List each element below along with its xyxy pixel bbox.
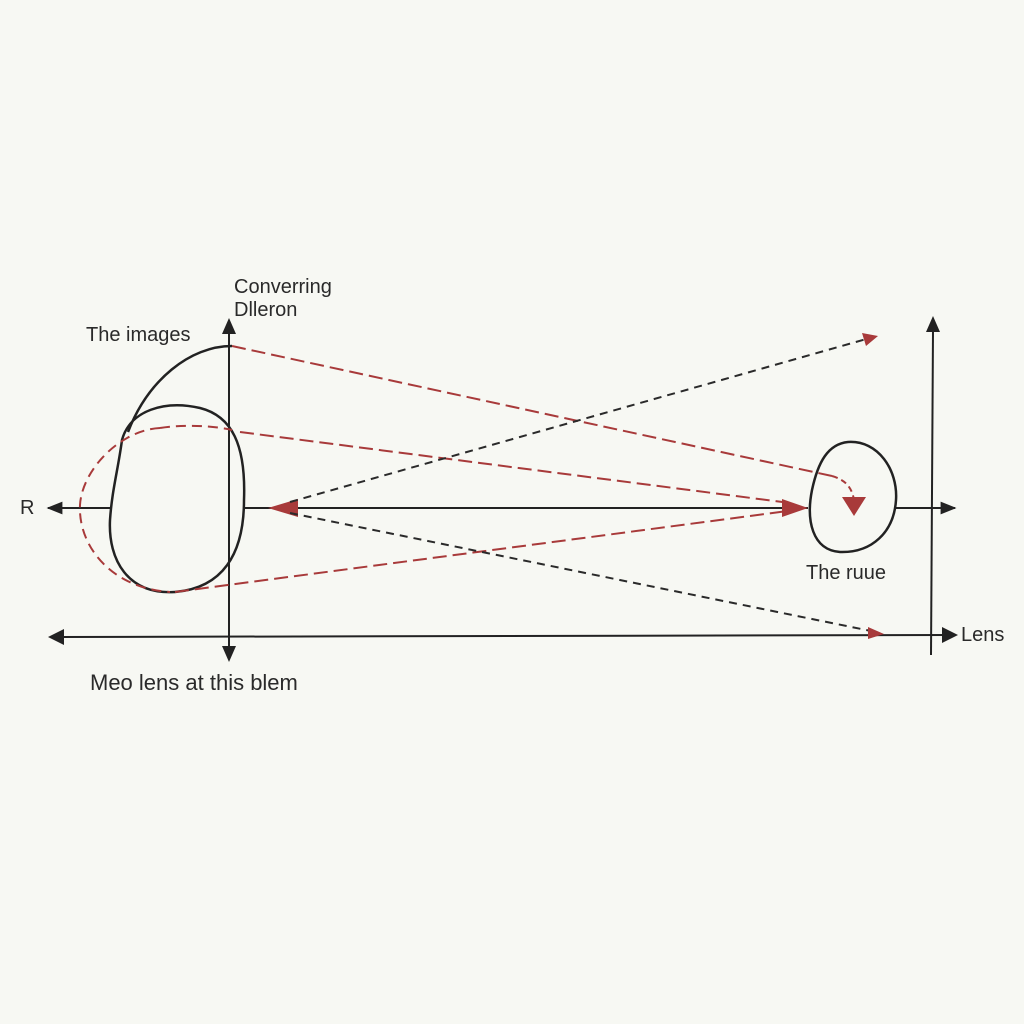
image-dashed-top (159, 424, 233, 431)
bottom-axis (59, 634, 951, 638)
object-inner-curve (831, 475, 855, 501)
image-dashed-outline (78, 427, 171, 593)
ray-red-mid-to-object (239, 431, 791, 504)
object-label: The ruue (806, 562, 886, 584)
title-line-1: Converring (234, 276, 332, 298)
bottom-axis-arrow-left (48, 629, 64, 645)
ray-dark-down-arrow (868, 627, 884, 639)
images-label: The images (86, 324, 191, 346)
lens-label: Lens (961, 624, 1004, 646)
ray-red-top-to-object (231, 345, 833, 477)
object-arrow (842, 497, 866, 516)
bottom-caption: Meo lens at this blem (90, 670, 298, 695)
image-shape-outer (126, 344, 233, 433)
object-shape (808, 440, 898, 554)
axis-left-label: R (20, 497, 34, 519)
right-lens-line (930, 329, 934, 656)
ray-dark-up-arrow (862, 333, 878, 346)
left-lens-arrow-down (222, 646, 236, 662)
left-lens-arrow-up (222, 318, 236, 334)
title-line-2: Dlleron (234, 299, 297, 321)
bottom-axis-arrow-right (942, 627, 958, 643)
image-shape-main (108, 404, 246, 594)
ray-dark-up (289, 337, 871, 503)
ray-red-bottom-to-object (174, 509, 796, 593)
right-lens-arrow-up (926, 316, 940, 332)
ray-dark-down (289, 512, 877, 633)
